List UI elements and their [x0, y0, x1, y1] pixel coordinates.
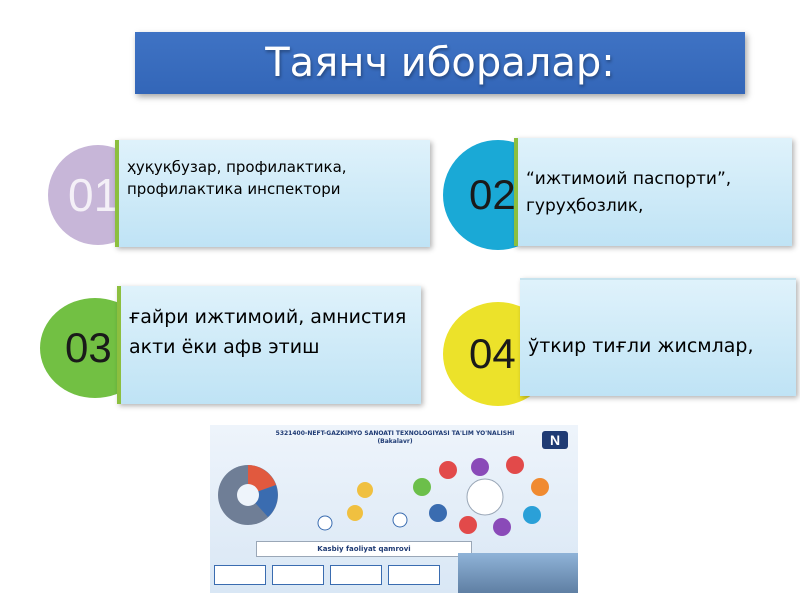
number-label-02: 02: [469, 171, 516, 218]
term-text-03: ғайри ижтимоий, амнистия акти ёки афв эт…: [129, 306, 407, 358]
term-text-04: ўткир тиғли жисмлар,: [528, 335, 754, 357]
number-label-01: 01: [68, 169, 120, 221]
infographic-box: [330, 565, 382, 585]
infographic-building-photo: [458, 553, 578, 593]
infographic-box: [214, 565, 266, 585]
term-card-01: ҳуқуқбузар, профилактика, профилактика и…: [115, 140, 430, 247]
infographic-title: 5321400-NEFT-GAZKIMYO SANOATI TEXNOLOGIY…: [275, 430, 515, 445]
term-card-04: ўткир тиғли жисмлар,: [520, 278, 796, 396]
term-card-02: “ижтимоий паспорти”, гуруҳбозлик,: [514, 138, 792, 246]
title-banner: Таянч иборалар:: [135, 32, 745, 94]
number-label-04: 04: [469, 330, 516, 377]
university-logo: N: [542, 431, 568, 449]
infographic-banner: Kasbiy faoliyat qamrovi: [256, 541, 472, 557]
infographic-box: [272, 565, 324, 585]
infographic-box: [388, 565, 440, 585]
term-card-03: ғайри ижтимоий, амнистия акти ёки афв эт…: [117, 286, 421, 404]
infographic-diagram: [218, 456, 549, 536]
term-text-02: “ижтимоий паспорти”, гуруҳбозлик,: [526, 169, 732, 216]
slide-title: Таянч иборалар:: [265, 40, 615, 86]
infographic-image: 5321400-NEFT-GAZKIMYO SANOATI TEXNOLOGIY…: [210, 425, 578, 593]
term-text-01: ҳуқуқбузар, профилактика, профилактика и…: [127, 158, 347, 198]
number-label-03: 03: [65, 324, 112, 371]
